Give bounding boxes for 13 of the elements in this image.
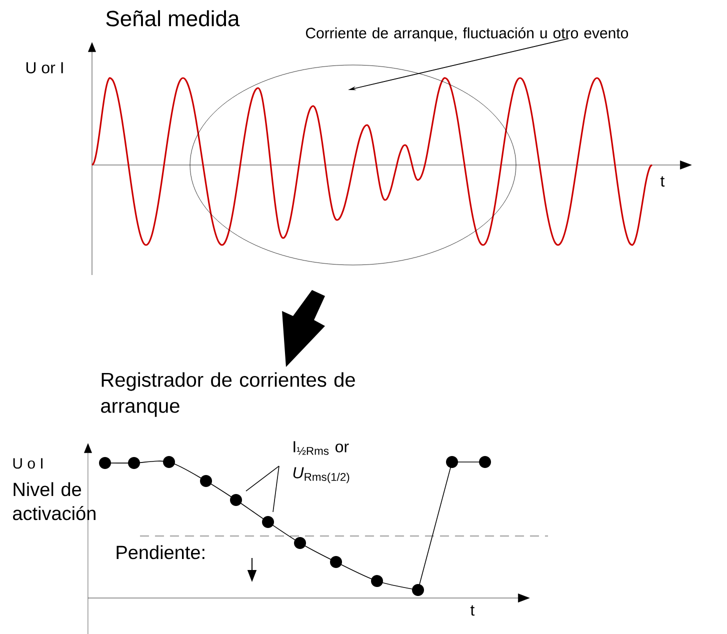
- title: Señal medida: [106, 10, 240, 26]
- leader-line: [246, 466, 280, 492]
- event-ellipse: [190, 64, 516, 266]
- measurement-label: I$_{½Rms}$ or U$_{Rms(1/2)}$: [293, 441, 350, 484]
- callout-text: Corriente de arranque, fluctuación u otro evento: [306, 27, 628, 42]
- threshold-label: Nivel de activación: [13, 482, 96, 520]
- section-title: Registrador de corrientes de arranque: [101, 372, 355, 417]
- leader-line: [272, 466, 280, 512]
- axis-label: U o I: [13, 458, 42, 469]
- slope-label: Pendiente:: [116, 545, 204, 560]
- axis-label: t: [660, 176, 665, 187]
- axis-label: U or I: [26, 62, 63, 74]
- axis-label: t: [470, 605, 475, 616]
